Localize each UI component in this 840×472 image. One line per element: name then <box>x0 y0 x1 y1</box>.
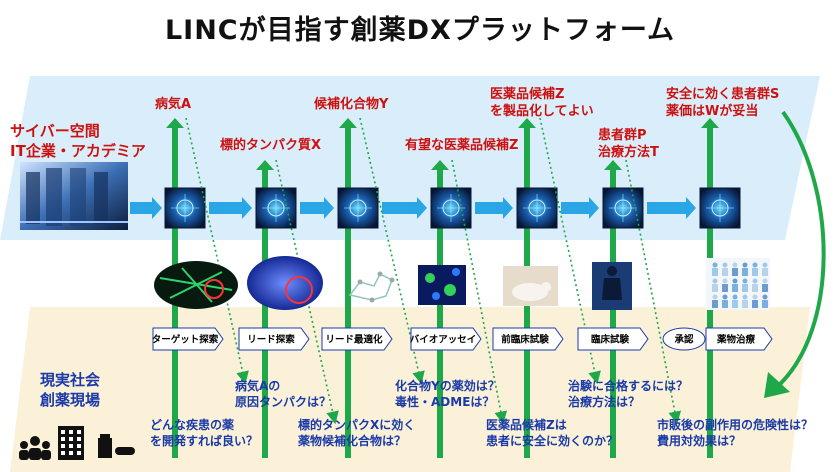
question-4: 化合物Yの薬効は？ 毒性・ADMEは？ <box>395 379 500 409</box>
protein-image <box>247 256 323 310</box>
outcome-3: 候補化合物Y <box>314 97 389 112</box>
stage-images <box>154 256 770 310</box>
feedback-arrow <box>776 110 826 388</box>
outcome-4: 有望な医薬品候補Z <box>405 138 519 153</box>
stage-label-4: バイオアッセイ <box>410 334 477 346</box>
patients-image <box>706 258 770 310</box>
medicine-icon <box>98 434 135 458</box>
dotted-link-2 <box>275 159 339 425</box>
human-body-image <box>592 262 632 310</box>
stage-label-7: 承認 <box>674 334 694 346</box>
stage-label-8: 薬物治療 <box>716 334 756 346</box>
cell-assay-image <box>418 265 466 305</box>
ai-chips <box>164 187 741 229</box>
stage-8: 薬物治療 <box>705 327 773 351</box>
tissue-image <box>154 261 238 309</box>
flow-arrow-2 <box>300 197 334 219</box>
molecule-image <box>348 271 395 303</box>
flow-arrow-0 <box>130 197 162 219</box>
building-icon <box>58 426 84 460</box>
dotted-link-4 <box>451 159 508 425</box>
stage-5: 前臨床試験 <box>492 327 564 351</box>
green-arrow-4 <box>437 168 443 458</box>
flow-arrow-4 <box>475 197 513 219</box>
ai-chip-4 <box>430 187 472 229</box>
green-arrow-6 <box>610 168 616 458</box>
ai-chip-3 <box>337 187 379 229</box>
question-3: 標的タンパクXに効く 薬物候補化合物は？ <box>298 418 416 448</box>
question-2: 病気Aの 原因タンパクは？ <box>235 379 332 409</box>
dotted-link-1 <box>185 117 249 385</box>
flow-arrow-3 <box>382 197 427 219</box>
flow-arrow-6 <box>647 197 696 219</box>
stage-2: リード探索 <box>238 327 310 351</box>
green-arrow-head-4 <box>431 160 449 170</box>
real-label-line1: 現実社会 <box>40 371 101 389</box>
question-1: どんな疾患の薬 を開発すれば良い？ <box>150 418 259 448</box>
real-label: 現実社会 創薬現場 <box>40 370 100 410</box>
green-arrow-head-3 <box>339 118 357 128</box>
outcome-5: 医薬品候補Z を製品化してよい <box>490 87 594 119</box>
stage-7: 承認 <box>662 327 706 351</box>
mouse-image <box>503 266 558 306</box>
people-icon <box>19 436 51 460</box>
cyber-label-line1: サイバー空間 <box>10 122 100 140</box>
flow-arrow-1 <box>209 197 252 219</box>
green-arrow-head-1 <box>166 118 184 128</box>
outcome-2: 標的タンパク質X <box>220 138 322 153</box>
green-arrow-2 <box>262 168 268 458</box>
question-6: 治験に合格するには？ 治療方法は？ <box>568 379 689 409</box>
blue-arrows <box>130 197 696 219</box>
outcome-6: 患者群P 治療方法T <box>598 128 659 160</box>
outcome-1: 病気A <box>155 97 192 112</box>
stage-label-2: リード探索 <box>247 334 295 346</box>
stage-flow: ターゲット探索 リード探索 リード最適化 バイオアッセイ 前臨床試験 臨床試験 承認 薬物治療 <box>152 327 773 351</box>
green-arrow-3 <box>345 126 351 458</box>
ai-chip-2 <box>255 187 297 229</box>
stage-label-6: 臨床試験 <box>591 334 630 346</box>
cyber-label: サイバー空間 IT企業・アカデミア <box>10 121 146 161</box>
real-label-line2: 創薬現場 <box>40 391 101 409</box>
green-arrow-head-5 <box>518 118 536 128</box>
green-arrow-head-6 <box>604 160 622 170</box>
ai-chip-7 <box>699 187 741 229</box>
flow-arrow-5 <box>561 197 599 219</box>
stage-label-1: ターゲット探索 <box>152 334 219 346</box>
page-title: LINCが目指す創薬DXプラットフォーム <box>164 15 676 46</box>
question-5: 医薬品候補Zは 患者に安全に効くのか？ <box>486 418 619 448</box>
cyber-label-line2: IT企業・アカデミア <box>10 142 146 160</box>
green-arrow-head-2 <box>256 160 274 170</box>
dotted-link-6 <box>625 159 682 425</box>
feedback-arrow-head <box>764 372 790 398</box>
stage-label-5: 前臨床試験 <box>501 334 549 346</box>
green-arrow-head-7 <box>701 118 719 128</box>
stage-3: リード最適化 <box>321 327 393 351</box>
stage-6: 臨床試験 <box>577 327 649 351</box>
ai-chip-5 <box>516 187 558 229</box>
outcome-7: 安全に効く患者群S 薬価はWが妥当 <box>666 87 780 119</box>
ai-chip-1 <box>164 187 206 229</box>
stage-label-3: リード最適化 <box>325 334 383 346</box>
stage-1: ターゲット探索 <box>152 327 224 351</box>
ai-chip-6 <box>602 187 644 229</box>
stage-4: バイオアッセイ <box>410 327 482 351</box>
server-room-icon <box>20 162 128 230</box>
question-7: 市販後の副作用の危険性は？ 費用対効果は？ <box>657 418 814 448</box>
